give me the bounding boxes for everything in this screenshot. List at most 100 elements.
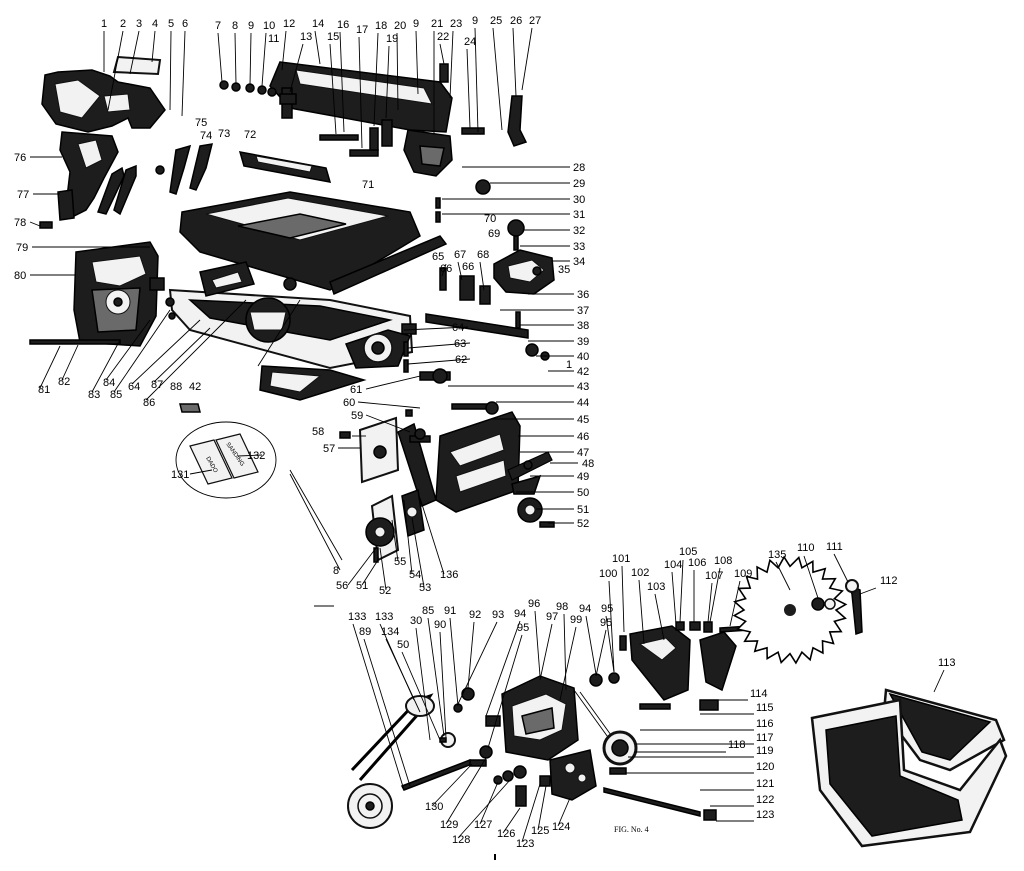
part-number-label: 51	[577, 504, 589, 516]
part-number-label: 50	[577, 487, 589, 499]
part-number-label: 88	[170, 381, 182, 393]
part-number-label: 105	[679, 546, 697, 558]
arbor-shaft	[602, 699, 719, 821]
part-number-label: 60	[343, 397, 355, 409]
part-number-label: 111	[826, 541, 843, 553]
part-number-label: 77	[17, 189, 29, 201]
part-number-label: 25	[490, 15, 502, 27]
part-number-label: 124	[552, 821, 570, 833]
part-number-label: 85	[110, 389, 122, 401]
part-number-label: 47	[577, 447, 589, 459]
part-number-label: 74	[200, 130, 212, 142]
saw-blade	[732, 555, 848, 665]
part-number-label: 110	[797, 542, 815, 554]
part-number-label: 5	[168, 18, 174, 30]
belt-and-pulley	[347, 693, 474, 829]
part-number-label: 31	[573, 209, 585, 221]
part-number-label: 100	[599, 568, 617, 580]
part-number-label: 129	[440, 819, 458, 831]
elevating-mechanism	[425, 179, 555, 361]
part-number-label: 64	[128, 381, 140, 393]
part-number-label: 59	[351, 410, 363, 422]
part-number-label: 8	[333, 565, 339, 577]
saw-blade-arbor-hole	[784, 604, 796, 616]
crank-gear	[365, 488, 425, 563]
saw-table-top	[179, 191, 448, 296]
part-number-label: 133	[348, 611, 366, 623]
part-number-label: 54	[409, 569, 421, 581]
part-number-label: 95	[600, 617, 612, 629]
part-number-label: 62	[455, 354, 467, 366]
part-number-label: 52	[379, 585, 391, 597]
part-number-label: 7	[215, 20, 221, 32]
part-number-label: 37	[577, 305, 589, 317]
part-number-label: 10	[263, 20, 275, 32]
part-number-label: 29	[573, 178, 585, 190]
part-number-label: 93	[492, 609, 504, 621]
rip-fence	[219, 61, 528, 177]
part-number-label: 57	[323, 443, 335, 455]
part-number-label: 97	[546, 611, 558, 623]
part-number-label: 42	[189, 381, 201, 393]
part-number-label: 72	[244, 129, 256, 141]
part-number-label: 126	[497, 828, 515, 840]
arbor-bracket	[589, 621, 781, 701]
part-number-label: 52	[577, 518, 589, 530]
part-number-label: 84	[103, 377, 115, 389]
part-number-label: 16	[337, 19, 349, 31]
part-number-label: 13	[300, 31, 312, 43]
part-number-label: 20	[394, 20, 406, 32]
throat-plate	[238, 151, 332, 183]
leader-lines	[29, 27, 945, 843]
part-number-label: 42	[577, 366, 589, 378]
part-number-label: 135	[768, 549, 786, 561]
gear-housing	[493, 749, 597, 807]
tilt-bracket	[339, 416, 437, 508]
part-number-label: 56	[336, 580, 348, 592]
part-number-label: 108	[714, 555, 732, 567]
part-number-label: 118	[728, 739, 746, 751]
part-number-label: 67	[454, 249, 466, 261]
blade-guard	[41, 55, 166, 133]
part-number-label: 89	[359, 626, 371, 638]
part-number-label: 2	[120, 18, 126, 30]
part-number-label: 4	[152, 18, 158, 30]
part-number-label: 11	[268, 33, 279, 45]
part-number-label: 76	[14, 152, 26, 164]
part-number-label: 53	[419, 582, 431, 594]
part-number-label: 116	[756, 718, 774, 730]
part-number-label: 68	[477, 249, 489, 261]
part-number-label: 27	[529, 15, 541, 27]
part-number-label: 120	[756, 761, 774, 773]
part-number-label: 82	[58, 376, 70, 388]
part-number-label: 39	[577, 336, 589, 348]
part-number-label: 50	[397, 639, 409, 651]
part-number-label: 117	[756, 732, 774, 744]
part-number-label: 66	[440, 263, 452, 275]
part-number-label: 71	[362, 179, 374, 191]
motor-mount-plate	[29, 241, 176, 347]
part-number-label: 80	[14, 270, 26, 282]
part-number-label: 87	[151, 379, 163, 391]
part-number-label: 48	[582, 458, 594, 470]
part-number-label: 66	[462, 261, 474, 273]
part-number-label: 45	[577, 414, 589, 426]
part-number-label: 94	[579, 603, 591, 615]
part-number-label: 38	[577, 320, 589, 332]
part-number-label: 23	[450, 18, 462, 30]
part-number-label: 8	[232, 20, 238, 32]
part-number-label: 6	[182, 18, 188, 30]
part-number-label: 123	[516, 838, 534, 850]
part-number-label: 95	[517, 622, 529, 634]
page-mark	[494, 854, 496, 860]
part-number-label: 9	[413, 18, 419, 30]
part-number-label: 58	[312, 426, 324, 438]
part-number-label: 114	[750, 688, 768, 700]
part-number-label: 46	[577, 431, 589, 443]
part-number-label: 102	[631, 567, 649, 579]
part-number-label: 133	[375, 611, 393, 623]
part-number-label: 79	[16, 242, 28, 254]
part-number-label: 125	[531, 825, 549, 837]
part-number-label: 44	[577, 397, 589, 409]
part-number-label: 106	[688, 557, 706, 569]
